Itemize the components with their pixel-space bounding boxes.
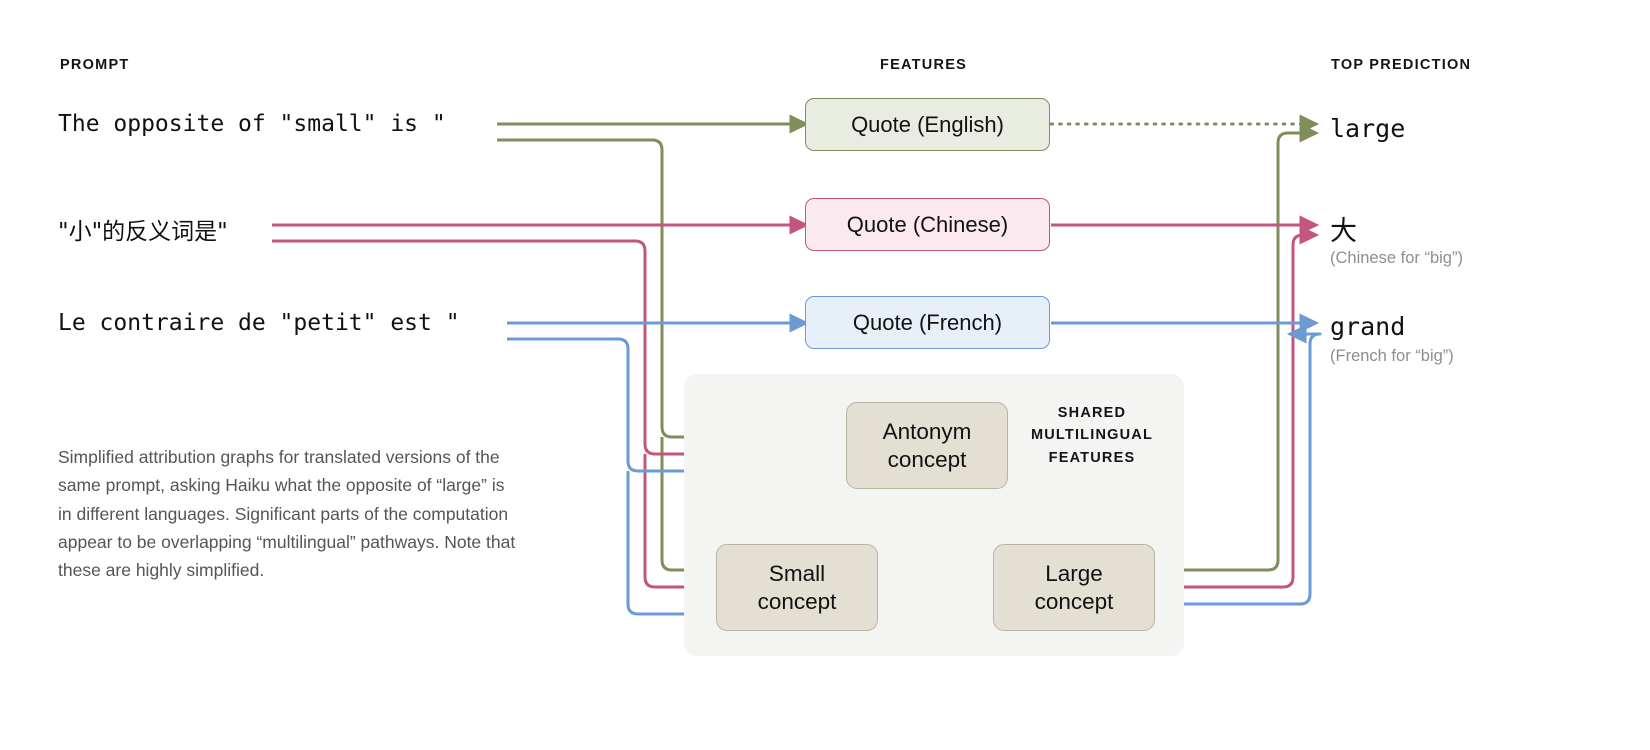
shared-label-line-2: MULTILINGUAL [1030,427,1154,444]
wire-chinese-prompt-to-small [643,454,725,597]
wire-french-prompt-to-antonym [507,337,855,481]
prompt-french: Le contraire de "petit" est " [58,310,460,336]
prompt-english: The opposite of "small" is " [58,111,446,137]
figure-caption: Simplified attribution graphs for transl… [58,447,516,581]
column-header-prompt: PROMPT [60,57,130,73]
shared-label-line-1: SHARED [1057,405,1127,421]
wire-french-large-to-prediction [1156,324,1322,606]
prompt-chinese: "小"的反义词是" [58,219,228,245]
concept-large-line-1: Large [1045,561,1103,587]
prediction-chinese-note: (Chinese for “big”) [1330,249,1463,267]
wire-english-prompt-to-antonym [497,138,855,447]
column-header-features: FEATURES [880,57,968,73]
feature-label-quote-chinese: Quote (Chinese) [846,211,1009,237]
prediction-french-note: (French for “big”) [1330,347,1454,365]
shared-panel-label: SHARED MULTILINGUAL FEATURES [1022,402,1162,469]
prediction-english: large [1330,114,1406,143]
feature-box-quote-chinese[interactable]: Quote (Chinese) [805,198,1050,251]
concept-antonym-line-1: Antonym [882,419,972,445]
concept-antonym-line-2: concept [887,446,967,472]
feature-label-quote-english: Quote (English) [851,111,1004,137]
feature-box-quote-french[interactable]: Quote (French) [805,296,1050,349]
shared-label-line-3: FEATURES [1048,449,1136,466]
concept-box-large[interactable]: Large concept [993,544,1155,631]
feature-label-quote-french: Quote (French) [852,309,1003,335]
concept-box-antonym[interactable]: Antonym concept [846,402,1008,489]
concept-small-line-1: Small [768,561,826,587]
concept-large-line-2: concept [1034,588,1114,614]
wire-chinese-prompt-to-antonym [272,239,855,464]
prediction-french: grand [1330,312,1406,341]
wire-english-prompt-to-small [660,437,725,580]
wire-english-large-to-prediction [1156,123,1320,572]
prediction-chinese: 大 [1330,216,1357,247]
concept-box-small[interactable]: Small concept [716,544,878,631]
feature-box-quote-english[interactable]: Quote (English) [805,98,1050,151]
concept-small-line-2: concept [757,588,837,614]
wire-chinese-large-to-prediction [1156,225,1320,589]
wire-french-prompt-to-small [626,471,725,624]
column-header-top-prediction: TOP PREDICTION [1331,57,1472,73]
